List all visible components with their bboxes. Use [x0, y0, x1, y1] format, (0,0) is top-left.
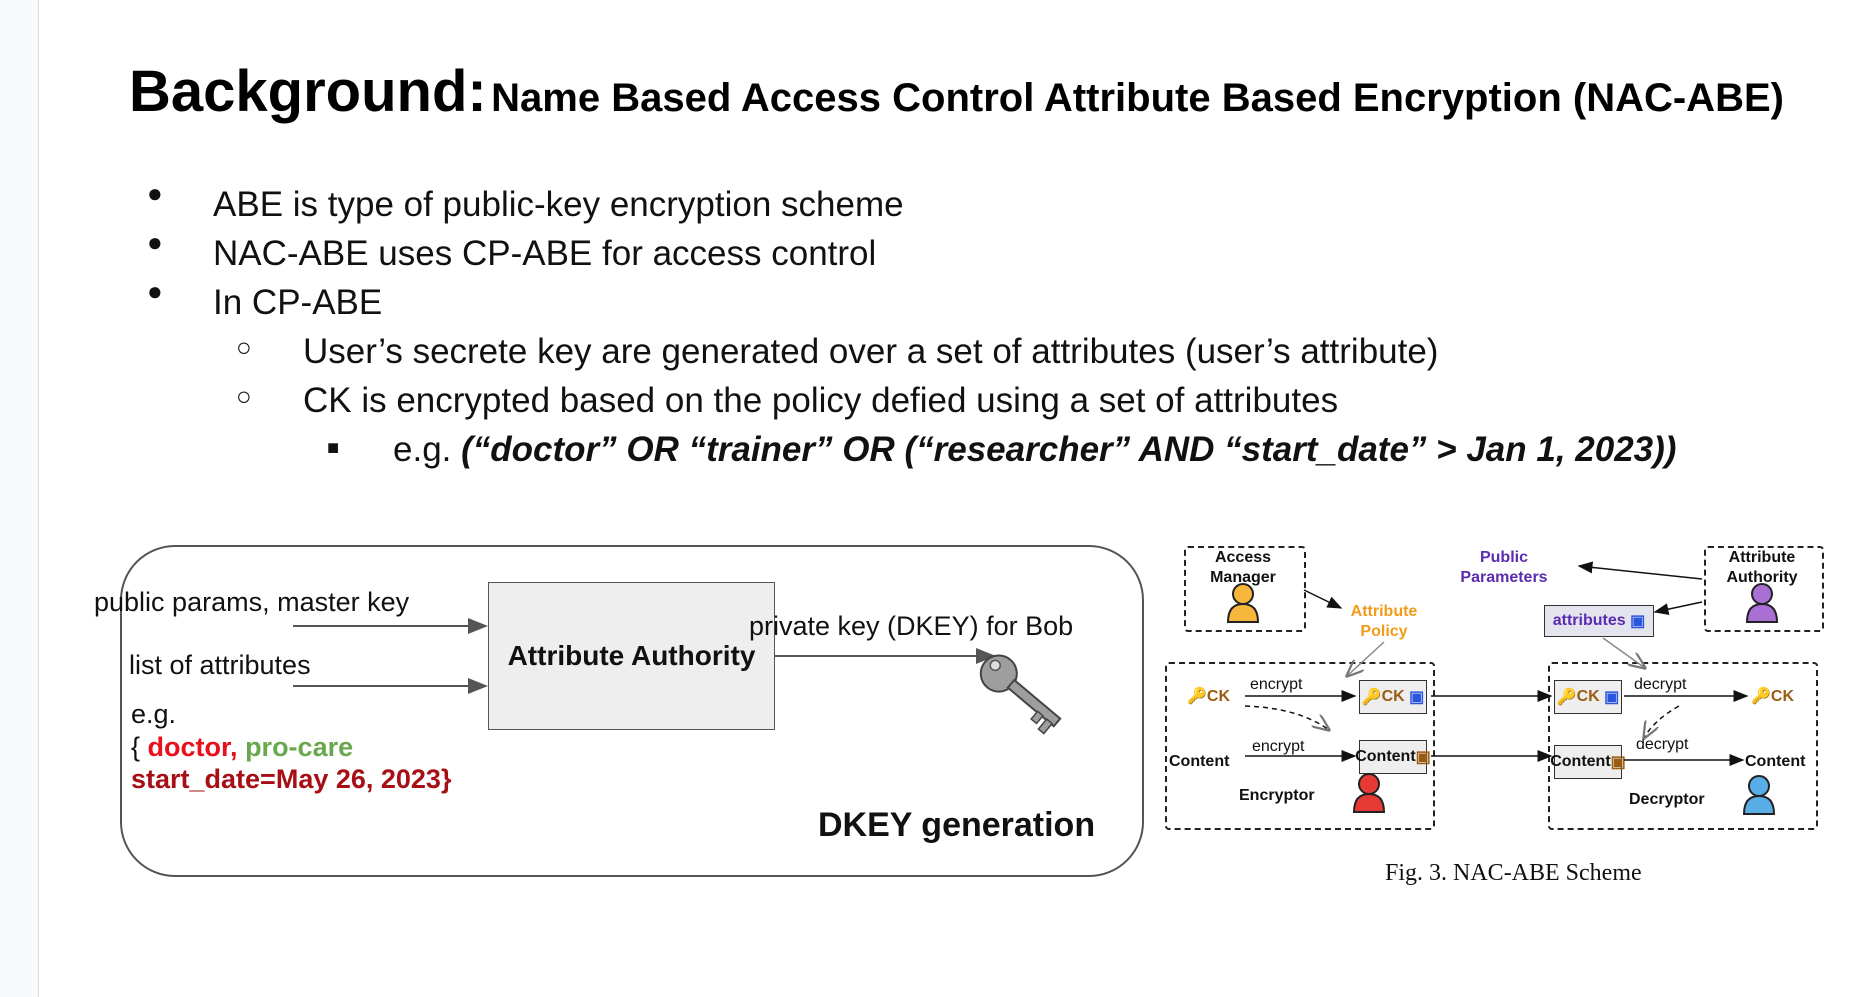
- content-encrypted-box-right: Content▣: [1550, 745, 1626, 779]
- bullet-marker: ●: [147, 227, 163, 257]
- access-manager-frame: [1184, 546, 1306, 632]
- bullet-1-text: ABE is type of public-key encryption sch…: [213, 185, 904, 224]
- sub-bullet-2-text: CK is encrypted based on the policy defi…: [303, 381, 1339, 420]
- attributes-label: attributes: [1552, 612, 1626, 629]
- attr-start-date: start_date=May 26, 2023}: [131, 764, 452, 794]
- example-line: e.g. (“doctor” OR “trainer” OR (“researc…: [393, 430, 1676, 470]
- input-public-params: public params, master key: [94, 587, 410, 617]
- person-icon-attribute-authority: [1745, 583, 1779, 623]
- lock-icon: ▣: [1409, 689, 1425, 706]
- ck-key-left: 🔑CK: [1187, 688, 1231, 705]
- person-icon-access-manager: [1226, 583, 1260, 623]
- ck-label: CK: [1206, 688, 1231, 705]
- eg-label: e.g.: [131, 699, 177, 729]
- title-subtitle: Name Based Access Control Attribute Base…: [491, 76, 1784, 120]
- encryptor-label: Encryptor: [1239, 787, 1315, 804]
- attribute-set-line1: { doctor, pro-care: [131, 732, 353, 763]
- attribute-authority-label: Attribute Authority: [507, 640, 756, 671]
- encrypt-label-1: encrypt: [1250, 676, 1303, 693]
- content-encrypted-box: Content▣: [1355, 740, 1431, 774]
- bullet-marker: ●: [147, 178, 163, 208]
- slide-canvas: Background: Name Based Access Control At…: [39, 0, 1855, 997]
- content-label: Content: [1550, 753, 1611, 770]
- person-icon-decryptor: [1742, 775, 1776, 815]
- dkey-arrows: [293, 618, 1062, 735]
- attributes-box: attributes ▣: [1544, 605, 1654, 637]
- ck-label: CK: [1576, 688, 1600, 705]
- dkey-title: DKEY generation: [818, 806, 1096, 844]
- lock-icon: ▣: [1604, 689, 1620, 706]
- slide-panel-strip: [0, 0, 39, 997]
- attr-doctor: doctor: [147, 732, 231, 762]
- figure-caption: Fig. 3. NAC-ABE Scheme: [1385, 860, 1642, 886]
- content-label-right: Content: [1745, 753, 1806, 770]
- decrypt-label-1: decrypt: [1634, 676, 1687, 693]
- attr-pro-care: pro-care: [245, 732, 354, 762]
- bullet-2-text: NAC-ABE uses CP-ABE for access control: [213, 234, 877, 273]
- content-label-left: Content: [1169, 753, 1230, 770]
- attr-comma: ,: [230, 732, 246, 762]
- content-label: Content: [1355, 748, 1416, 765]
- sub-bullet-1-text: User’s secrete key are generated over a …: [303, 332, 1439, 371]
- output-private-key: private key (DKEY) for Bob: [749, 611, 1074, 641]
- lock-icon: ▣: [1415, 749, 1431, 766]
- figure-graphics: [1226, 561, 1779, 815]
- slide-title: Background: Name Based Access Control At…: [129, 58, 1784, 125]
- ck-key-right: 🔑CK: [1751, 688, 1795, 705]
- encryptor-frame: [1165, 662, 1435, 830]
- decryptor-label: Decryptor: [1629, 791, 1705, 808]
- key-icon: [979, 654, 1062, 735]
- lock-icon: ▣: [1630, 613, 1646, 630]
- example-prefix: e.g.: [393, 430, 462, 469]
- input-attribute-list: list of attributes: [129, 650, 311, 680]
- title-main: Background:: [129, 59, 487, 124]
- ck-encrypted-box: 🔑CK ▣: [1359, 680, 1427, 714]
- attribute-authority-frame: [1704, 546, 1824, 632]
- sub-bullet-marker: ○: [236, 381, 252, 411]
- decryptor-frame: [1548, 662, 1818, 830]
- ck-label: CK: [1381, 688, 1405, 705]
- person-icon-encryptor: [1352, 773, 1386, 813]
- ck-label: CK: [1770, 688, 1795, 705]
- ck-encrypted-box-right: 🔑CK ▣: [1554, 680, 1622, 714]
- bullet-3-text: In CP-ABE: [213, 283, 383, 322]
- encrypt-label-2: encrypt: [1252, 738, 1305, 755]
- sub-sub-bullet-marker: ■: [327, 437, 340, 459]
- brace-open: {: [131, 732, 148, 762]
- bullet-marker: ●: [147, 276, 163, 306]
- sub-bullet-marker: ○: [236, 332, 252, 362]
- example-policy: (“doctor” OR “trainer” OR (“researcher” …: [461, 430, 1677, 469]
- lock-icon: ▣: [1610, 754, 1626, 771]
